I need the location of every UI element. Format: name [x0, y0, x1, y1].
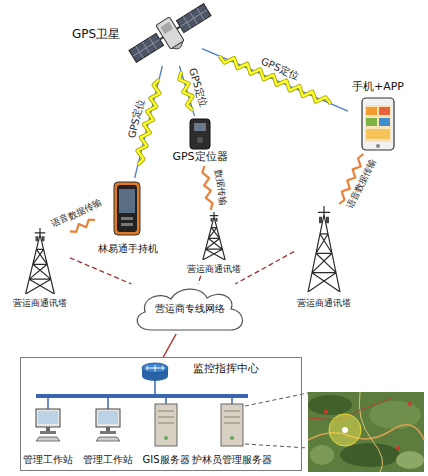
gps-locator-icon [190, 119, 210, 149]
connector [163, 334, 176, 357]
node-label: 营运商专线网络 [155, 303, 225, 315]
center-box: 监控指挥中心管理工作站管理工作站 GIS服务器护林员管理服务器 [20, 357, 302, 471]
edge-label: 数据传输 [212, 168, 227, 207]
connector-group [70, 220, 95, 232]
server-icon [221, 404, 243, 446]
workstation-node: 管理工作站 [79, 403, 137, 467]
connector [135, 66, 163, 178]
server-icon [155, 404, 177, 446]
connector-group [202, 166, 212, 210]
tower-node: 营运商通讯塔 [184, 210, 244, 276]
edge-label: 语音数据传输 [50, 198, 105, 230]
connector [202, 166, 212, 210]
edge-label: GPS定位 [187, 66, 210, 110]
node-label: GPS定位器 [172, 151, 227, 164]
lightning-outline [137, 79, 159, 164]
satellite-icon [125, 0, 217, 72]
node-label: 林易通手持机 [98, 243, 158, 255]
workstation-icon [96, 409, 120, 441]
node-label: 管理工作站 [23, 454, 73, 466]
edge-label: 语音数据传输 [345, 157, 378, 212]
router-icon [142, 363, 168, 381]
connector-group [198, 276, 201, 284]
connector-group [70, 258, 131, 284]
handheld-terminal-icon [114, 182, 140, 235]
lightning-stroke [220, 56, 331, 103]
edge-label: GPS定位 [258, 56, 301, 83]
connector [339, 154, 363, 204]
connector-group [339, 154, 363, 204]
tower-node: 营运商通讯塔 [10, 226, 70, 310]
node-label: 营运商通讯塔 [187, 264, 241, 274]
network-cloud: 营运商专线网络 [130, 284, 250, 334]
server-node: GIS服务器 [138, 403, 194, 467]
connector [235, 252, 294, 284]
connector-group [179, 66, 194, 116]
device-node: GPS定位器 [169, 116, 231, 166]
node-label: 手机+APP [352, 81, 404, 94]
edge-label: GPS定位 [125, 97, 146, 141]
device-node: 手机+APP [348, 80, 408, 154]
node-label: 管理工作站 [83, 454, 133, 466]
node-label: GIS服务器 [142, 454, 189, 466]
connector-group [163, 334, 176, 357]
node-label: 营运商通讯塔 [297, 298, 351, 308]
workstation-node: 管理工作站 [19, 403, 77, 467]
tower-icon [26, 228, 55, 294]
device-node: 林易通手持机 [95, 178, 161, 256]
lightning-outline [220, 56, 331, 103]
node-label: GPS卫星 [72, 28, 120, 42]
connector [70, 258, 131, 284]
connector-group [135, 66, 163, 178]
connector [70, 220, 95, 232]
cloud-shape [137, 289, 242, 330]
lan-bus [36, 381, 248, 409]
lightning-stroke [179, 72, 192, 110]
lightning-stroke [137, 79, 159, 164]
connector [179, 66, 194, 116]
node-label: 监控指挥中心 [193, 363, 259, 376]
lightning-outline [179, 72, 192, 110]
node-label: 护林员管理服务器 [192, 454, 272, 466]
satellite-node: GPS卫星 [70, 4, 202, 66]
tower-icon [203, 212, 225, 260]
connector [202, 49, 348, 111]
tower-icon [308, 206, 340, 292]
connector-group [202, 49, 348, 111]
server-node: 护林员管理服务器 [189, 403, 275, 467]
tower-node: 营运商通讯塔 [294, 204, 354, 310]
node-label: 营运商通讯塔 [13, 298, 67, 308]
smartphone-icon [362, 98, 394, 150]
workstation-icon [36, 409, 60, 441]
connector-group [235, 252, 294, 284]
gis-map-picture [308, 392, 424, 472]
map-leader-line [245, 393, 308, 448]
connector [198, 276, 201, 284]
